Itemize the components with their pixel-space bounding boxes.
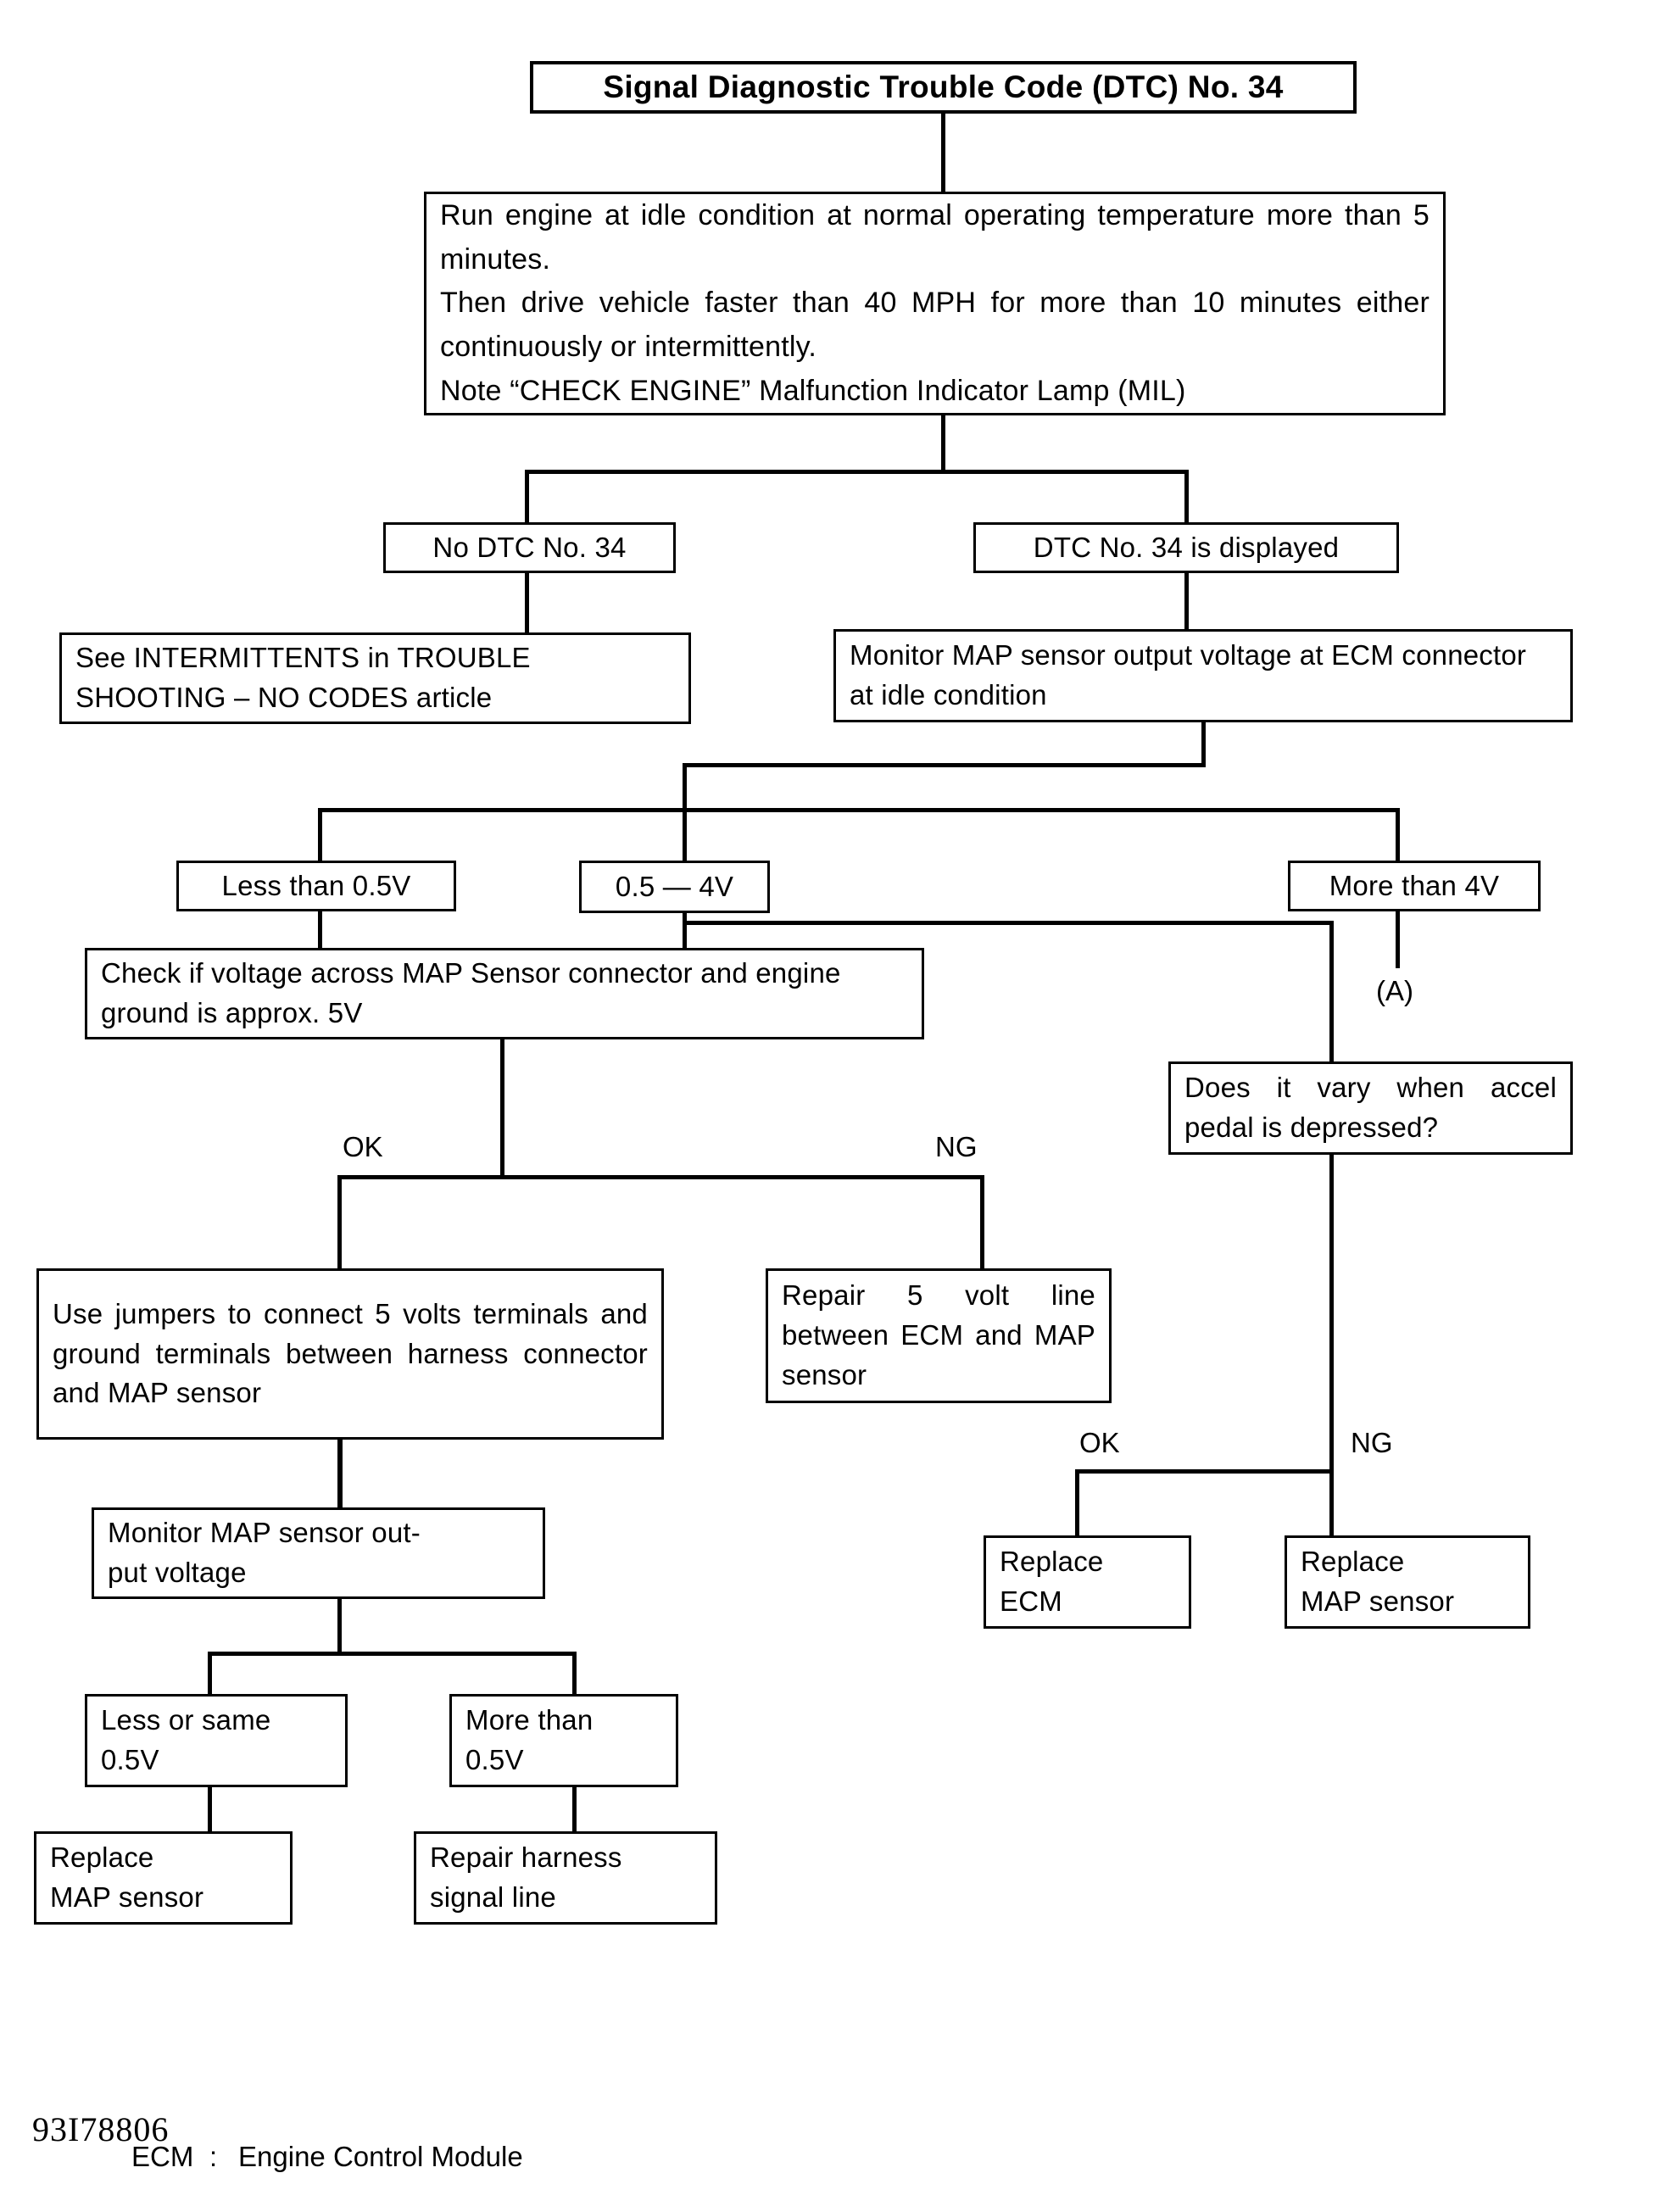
connector-to-more-than-4v: [1396, 808, 1400, 861]
legend-row-ecm: ECM: Engine Control Module: [85, 2092, 579, 2212]
node-instructions-text: Run engine at idle condition at normal o…: [440, 198, 1430, 407]
node-see-intermittents-text: See INTERMITTENTS in TROUBLE SHOOTING – …: [75, 642, 531, 713]
node-repair-5volt-line: Repair 5 volt line between ECM and MAP s…: [766, 1268, 1112, 1403]
label-ng-left: NG: [935, 1131, 978, 1162]
connector-to-range-05-4v: [683, 808, 687, 861]
node-repair-harness-signal-line: Repair harness signal line: [414, 1831, 717, 1925]
connector-voltage-split-bus: [318, 808, 1400, 812]
connector-monitor-map-down: [1201, 722, 1206, 766]
node-more-than-4v: More than 4V: [1288, 861, 1541, 911]
connector-dtc-displayed-down: [1184, 573, 1189, 629]
node-less-or-same-05v: Less or same 0.5V: [85, 1694, 348, 1787]
connector-ok-branch-down: [337, 1175, 342, 1268]
connector-monitor-map-drop: [683, 763, 687, 812]
node-instructions: Run engine at idle condition at normal o…: [424, 192, 1446, 415]
connector-to-less-than-05v: [318, 808, 322, 861]
node-less-than-05v-text: Less than 0.5V: [221, 869, 411, 901]
connector-monitor-map-jog: [683, 763, 1206, 767]
legend-colon-ecm: :: [209, 2141, 218, 2173]
node-range-05-4v: 0.5 — 4V: [579, 861, 770, 913]
connector-monitor-output-down: [337, 1599, 342, 1653]
label-ng-right: NG: [1351, 1427, 1393, 1458]
node-dtc-displayed: DTC No. 34 is displayed: [973, 522, 1399, 573]
label-ok-right: OK: [1079, 1427, 1120, 1458]
node-replace-map-sensor-bottom-text: Replace MAP sensor: [50, 1841, 204, 1913]
node-range-05-4v-text: 0.5 — 4V: [615, 870, 734, 902]
label-ok-left: OK: [343, 1131, 383, 1162]
connector-range-right: [683, 921, 1334, 925]
connector-no-dtc-down: [525, 573, 529, 632]
connector-right-ng-down: [1329, 1469, 1334, 1535]
node-repair-5volt-line-text: Repair 5 volt line between ECM and MAP s…: [782, 1279, 1095, 1390]
connector-to-less-or-same: [208, 1652, 212, 1696]
connector-range-down-2: [1329, 921, 1334, 1061]
connector-ok-ng-bus: [337, 1175, 984, 1179]
node-does-it-vary-text: Does it vary when accel pedal is depress…: [1184, 1072, 1557, 1143]
node-monitor-map-output: Monitor MAP sensor out- put voltage: [92, 1507, 545, 1599]
node-replace-map-sensor-right: Replace MAP sensor: [1285, 1535, 1530, 1629]
node-replace-ecm-text: Replace ECM: [1000, 1546, 1104, 1617]
connector-output-split-bus: [208, 1652, 577, 1656]
node-no-dtc: No DTC No. 34: [383, 522, 676, 573]
legend-value-ecm: Engine Control Module: [238, 2141, 523, 2173]
connector-to-dtc-displayed: [1184, 470, 1189, 522]
node-title-text: Signal Diagnostic Trouble Code (DTC) No.…: [603, 69, 1284, 104]
legend: ECM:Engine Control Module MAP:Manifold A…: [85, 2005, 579, 2212]
connector-instructions-split-bus: [525, 470, 1189, 474]
connector-more-than-05v-down: [572, 1787, 577, 1831]
node-see-intermittents: See INTERMITTENTS in TROUBLE SHOOTING – …: [59, 632, 691, 724]
node-does-it-vary: Does it vary when accel pedal is depress…: [1168, 1061, 1573, 1155]
connector-does-it-vary-down: [1329, 1155, 1334, 1474]
connector-less-than-05v-down: [318, 911, 322, 948]
node-monitor-map-ecm: Monitor MAP sensor output voltage at ECM…: [833, 629, 1573, 722]
node-more-than-05v: More than 0.5V: [449, 1694, 678, 1787]
node-use-jumpers: Use jumpers to connect 5 volts terminals…: [36, 1268, 664, 1440]
node-title: Signal Diagnostic Trouble Code (DTC) No.…: [530, 61, 1357, 114]
node-less-or-same-05v-text: Less or same 0.5V: [101, 1704, 271, 1775]
node-monitor-map-ecm-text: Monitor MAP sensor output voltage at ECM…: [850, 639, 1527, 710]
node-dtc-displayed-text: DTC No. 34 is displayed: [1033, 531, 1340, 563]
label-connector-a: (A): [1376, 975, 1413, 1006]
legend-key-ecm: ECM: [131, 2141, 194, 2173]
figure-code: 93I78806: [32, 2110, 170, 2148]
node-monitor-map-output-text: Monitor MAP sensor out- put voltage: [108, 1517, 421, 1588]
connector-to-more-than-05v: [572, 1652, 577, 1696]
node-check-voltage-text: Check if voltage across MAP Sensor conne…: [101, 957, 841, 1028]
node-use-jumpers-text: Use jumpers to connect 5 volts terminals…: [53, 1297, 648, 1409]
connector-more-than-4v-to-a: [1396, 911, 1400, 968]
node-no-dtc-text: No DTC No. 34: [432, 531, 627, 563]
node-repair-harness-signal-line-text: Repair harness signal line: [430, 1841, 622, 1913]
connector-right-ok-down: [1075, 1469, 1079, 1535]
connector-ng-branch-down: [980, 1175, 984, 1268]
connector-check-voltage-down: [500, 1039, 504, 1179]
node-replace-map-sensor-right-text: Replace MAP sensor: [1301, 1546, 1455, 1617]
connector-less-or-same-down: [208, 1787, 212, 1831]
connector-use-jumpers-down: [337, 1440, 343, 1507]
connector-to-no-dtc: [525, 470, 529, 522]
node-less-than-05v: Less than 0.5V: [176, 861, 456, 911]
node-more-than-05v-text: More than 0.5V: [465, 1704, 594, 1775]
connector-instructions-down: [941, 415, 945, 471]
node-check-voltage: Check if voltage across MAP Sensor conne…: [85, 948, 924, 1039]
connector-right-ok-ng-bus: [1075, 1469, 1334, 1474]
connector-range-down-1: [683, 913, 687, 974]
node-replace-ecm: Replace ECM: [984, 1535, 1191, 1629]
node-replace-map-sensor-bottom: Replace MAP sensor: [34, 1831, 293, 1925]
connector-title-to-instructions: [941, 114, 945, 192]
node-more-than-4v-text: More than 4V: [1329, 869, 1500, 901]
